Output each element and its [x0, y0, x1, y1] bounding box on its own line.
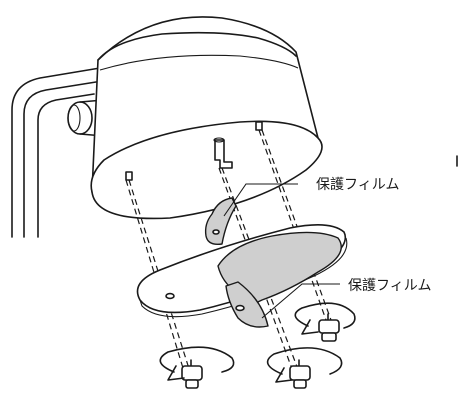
- label-protective-film-lower: 保護フィルム: [348, 278, 431, 294]
- rotation-arrow-right: [294, 302, 356, 335]
- lamp-shade: [90, 16, 323, 220]
- thumb-screw-center: [289, 359, 311, 389]
- protective-film-large: [217, 231, 342, 328]
- thumb-screw-right: [318, 313, 340, 342]
- rotation-arrow-left: [159, 346, 235, 381]
- leader-lines: [223, 183, 340, 319]
- lamp-stand-arm: [11, 67, 105, 238]
- label-protective-film-upper: 保護フィルム: [316, 177, 399, 193]
- thumb-screw-left: [181, 359, 203, 389]
- rotation-arrow-center: [266, 347, 343, 383]
